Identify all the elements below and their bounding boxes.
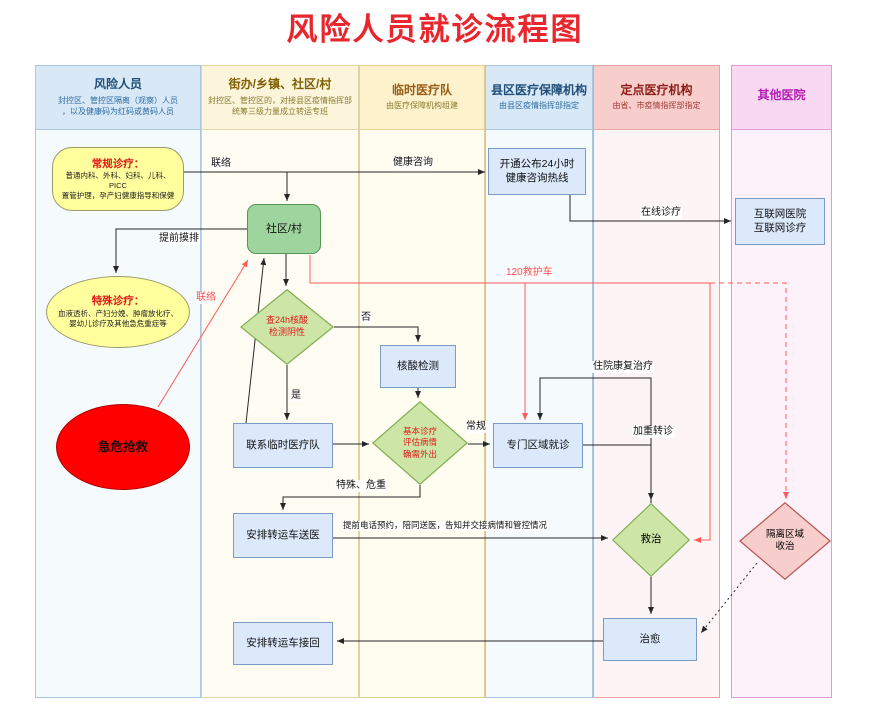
node-cured: 治愈 [603,618,697,661]
edge-label-worsen: 加重转诊 [632,426,674,438]
node-regular-care: 常规诊疗： 普通内科、外科、妇科、儿科、PICC 置管护理，孕产妇健康指导和保健 [52,147,184,211]
node-basic-assessment: 基本诊疗 评估病情 确需外出 [372,401,468,485]
node-transport-to-hospital: 安排转运车送医 [233,513,333,558]
lane-desc: 封控区、管控区的，对接县区疫情指挥部 统筹三级力量成立转运专班 [208,95,352,116]
node-check-24h: 查24h核酸 检测阴性 [240,289,334,365]
node-body: 普通内科、外科、妇科、儿科、PICC 置管护理，孕产妇健康指导和保健 [61,171,175,200]
lane-header: 其他医院 [732,66,831,130]
node-transport-back: 安排转运车接回 [233,622,333,665]
lane-other-hospital: 其他医院 [731,65,832,698]
lane-desc: 由医疗保障机构组建 [386,101,458,111]
lane-title: 临时医疗队 [391,82,452,97]
node-special-care: 特殊诊疗： 血液透析、产妇分娩、肿瘤放化疗、 婴幼儿诊疗及其他急危重症等 [46,276,190,348]
edge-label-presurvey: 提前摸排 [158,233,200,245]
node-internet-hospital: 互联网医院 互联网诊疗 [735,198,825,245]
node-title: 特殊诊疗： [91,295,145,308]
lane-header: 定点医疗机构 由省、市疫情指挥部指定 [594,66,719,130]
lane-title: 县区医疗保障机构 [490,82,587,97]
lane-title: 街办/乡镇、社区/村 [228,76,332,91]
node-treatment: 救治 [612,503,690,577]
page-title: 风险人员就诊流程图 [286,12,584,47]
node-label: 查24h核酸 检测阴性 [265,315,309,337]
node-label: 救治 [640,533,662,546]
lane-designated-hospital: 定点医疗机构 由省、市疫情指挥部指定 [593,65,720,698]
lane-header: 临时医疗队 由医疗保障机构组建 [360,66,484,130]
lane-title: 定点医疗机构 [620,82,693,97]
node-contact-temp-team: 联系临时医疗队 [233,423,333,468]
node-title: 常规诊疗： [91,157,145,170]
lane-header: 县区医疗保障机构 由县区疫情指挥部指定 [486,66,592,130]
node-community: 社区/村 [247,204,321,254]
node-emergency-rescue: 急危抢救 [56,404,190,490]
edge-label-online-care: 在线诊疗 [640,207,682,219]
edge-label-contact-1: 联络 [210,158,232,170]
edge-label-ambulance: 120救护车 [505,267,554,279]
edge-label-special-critical: 特殊、危重 [335,480,387,492]
node-special-area-visit: 专门区域就诊 [493,423,583,468]
node-label: 基本诊疗 评估病情 确需外出 [402,426,437,459]
edge-label-recovery: 住院康复治疗 [592,361,654,373]
diamond-shape [739,502,831,580]
edge-label-regular: 常规 [465,421,487,433]
node-24h-hotline: 开通公布24小时 健康咨询热线 [488,148,586,195]
lane-header: 风险人员 封控区、管控区隔离（观察）人员 ，以及健康码为红码或黄码人员 [36,66,200,130]
node-isolation-admission: 隔离区域 收治 [739,502,831,580]
lane-desc: 由县区疫情指挥部指定 [499,101,579,111]
lane-desc: 由省、市疫情指挥部指定 [612,101,701,111]
lane-header: 街办/乡镇、社区/村 封控区、管控区的，对接县区疫情指挥部 统筹三级力量成立转运… [202,66,358,130]
lane-title: 风险人员 [93,76,142,91]
node-nat-test: 核酸检测 [380,345,456,388]
lane-desc: 封控区、管控区隔离（观察）人员 ，以及健康码为红码或黄码人员 [58,95,178,116]
edge-label-contact-2: 联络 [195,292,217,304]
edge-label-no: 否 [360,312,372,324]
lane-title: 其他医院 [757,88,806,103]
edge-label-health-consult: 健康咨询 [392,157,434,169]
node-body: 血液透析、产妇分娩、肿瘤放化疗、 婴幼儿诊疗及其他急危重症等 [58,309,178,328]
edge-label-yes: 是 [290,390,302,402]
edge-label-booking: 提前电话预约，陪同送医，告知并交接病情和管控情况 [342,520,549,531]
node-label: 隔离区域 收治 [765,528,804,552]
